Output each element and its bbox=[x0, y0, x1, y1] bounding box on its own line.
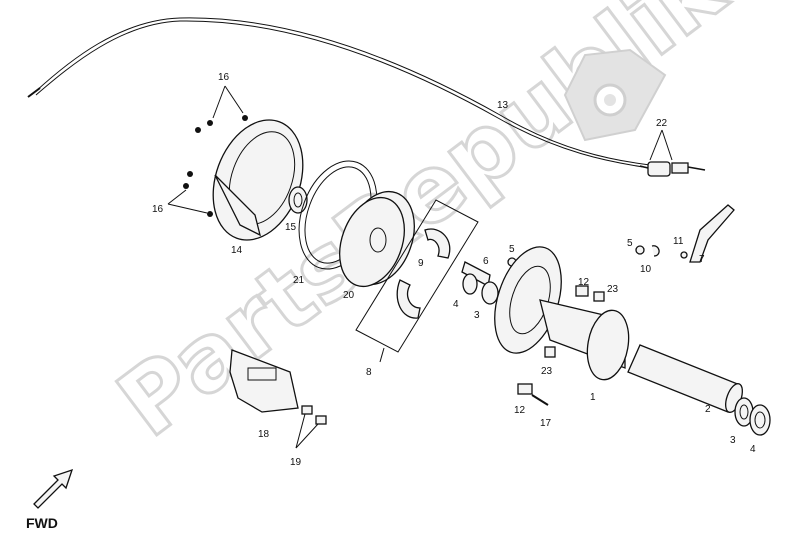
callout-19: 19 bbox=[290, 457, 302, 468]
callout-14: 14 bbox=[231, 245, 243, 256]
seal-15 bbox=[288, 186, 308, 214]
fwd-label: FWD bbox=[26, 515, 58, 531]
callout-9: 9 bbox=[418, 258, 424, 269]
callout-5: 5 bbox=[509, 244, 515, 255]
callout-3: 3 bbox=[474, 310, 480, 321]
axle-tube-2 bbox=[627, 344, 743, 413]
screws-19 bbox=[295, 405, 327, 449]
cable-adjuster bbox=[639, 129, 706, 177]
callout-23-top: 23 bbox=[607, 284, 619, 295]
callout-12-bottom: 12 bbox=[514, 405, 526, 416]
brake-cable bbox=[27, 17, 651, 169]
callout-12-top: 12 bbox=[578, 277, 590, 288]
callout-2: 2 bbox=[705, 404, 711, 415]
callout-22: 22 bbox=[656, 118, 668, 129]
bolts-12-23 bbox=[517, 285, 605, 406]
guard-18 bbox=[229, 349, 299, 413]
callout-6: 6 bbox=[483, 256, 489, 267]
callout-18: 18 bbox=[258, 429, 270, 440]
brake-drum-20 bbox=[339, 190, 415, 288]
callout-5-right: 5 bbox=[627, 238, 633, 249]
callout-15: 15 bbox=[285, 222, 297, 233]
callout-21: 21 bbox=[293, 275, 305, 286]
callout-1: 1 bbox=[590, 392, 596, 403]
callout-8: 8 bbox=[366, 367, 372, 378]
callout-13: 13 bbox=[497, 100, 509, 111]
callout-23-bottom: 23 bbox=[541, 366, 553, 377]
callout-17: 17 bbox=[540, 418, 552, 429]
hub-plate-1 bbox=[494, 246, 630, 381]
callout-16-bottom: 16 bbox=[152, 204, 164, 215]
brake-shoes-8 bbox=[355, 199, 479, 363]
bearings-3-4 bbox=[734, 397, 771, 436]
callout-4-right: 4 bbox=[750, 444, 756, 455]
callout-10: 10 bbox=[640, 264, 652, 275]
brake-lever-7 bbox=[635, 204, 735, 263]
cam-and-springs bbox=[461, 257, 517, 305]
callout-7: 7 bbox=[699, 254, 705, 265]
callout-3-right: 3 bbox=[730, 435, 736, 446]
gear-icon bbox=[563, 48, 667, 142]
screws-16 bbox=[167, 85, 248, 217]
callout-labels: 13 22 16 16 14 15 21 20 8 9 5 6 4 3 12 2… bbox=[152, 72, 756, 468]
fwd-arrow-icon bbox=[33, 468, 74, 509]
callout-11: 11 bbox=[673, 236, 684, 247]
callout-20: 20 bbox=[343, 290, 355, 301]
callout-4: 4 bbox=[453, 299, 459, 310]
callout-16-top: 16 bbox=[218, 72, 230, 83]
